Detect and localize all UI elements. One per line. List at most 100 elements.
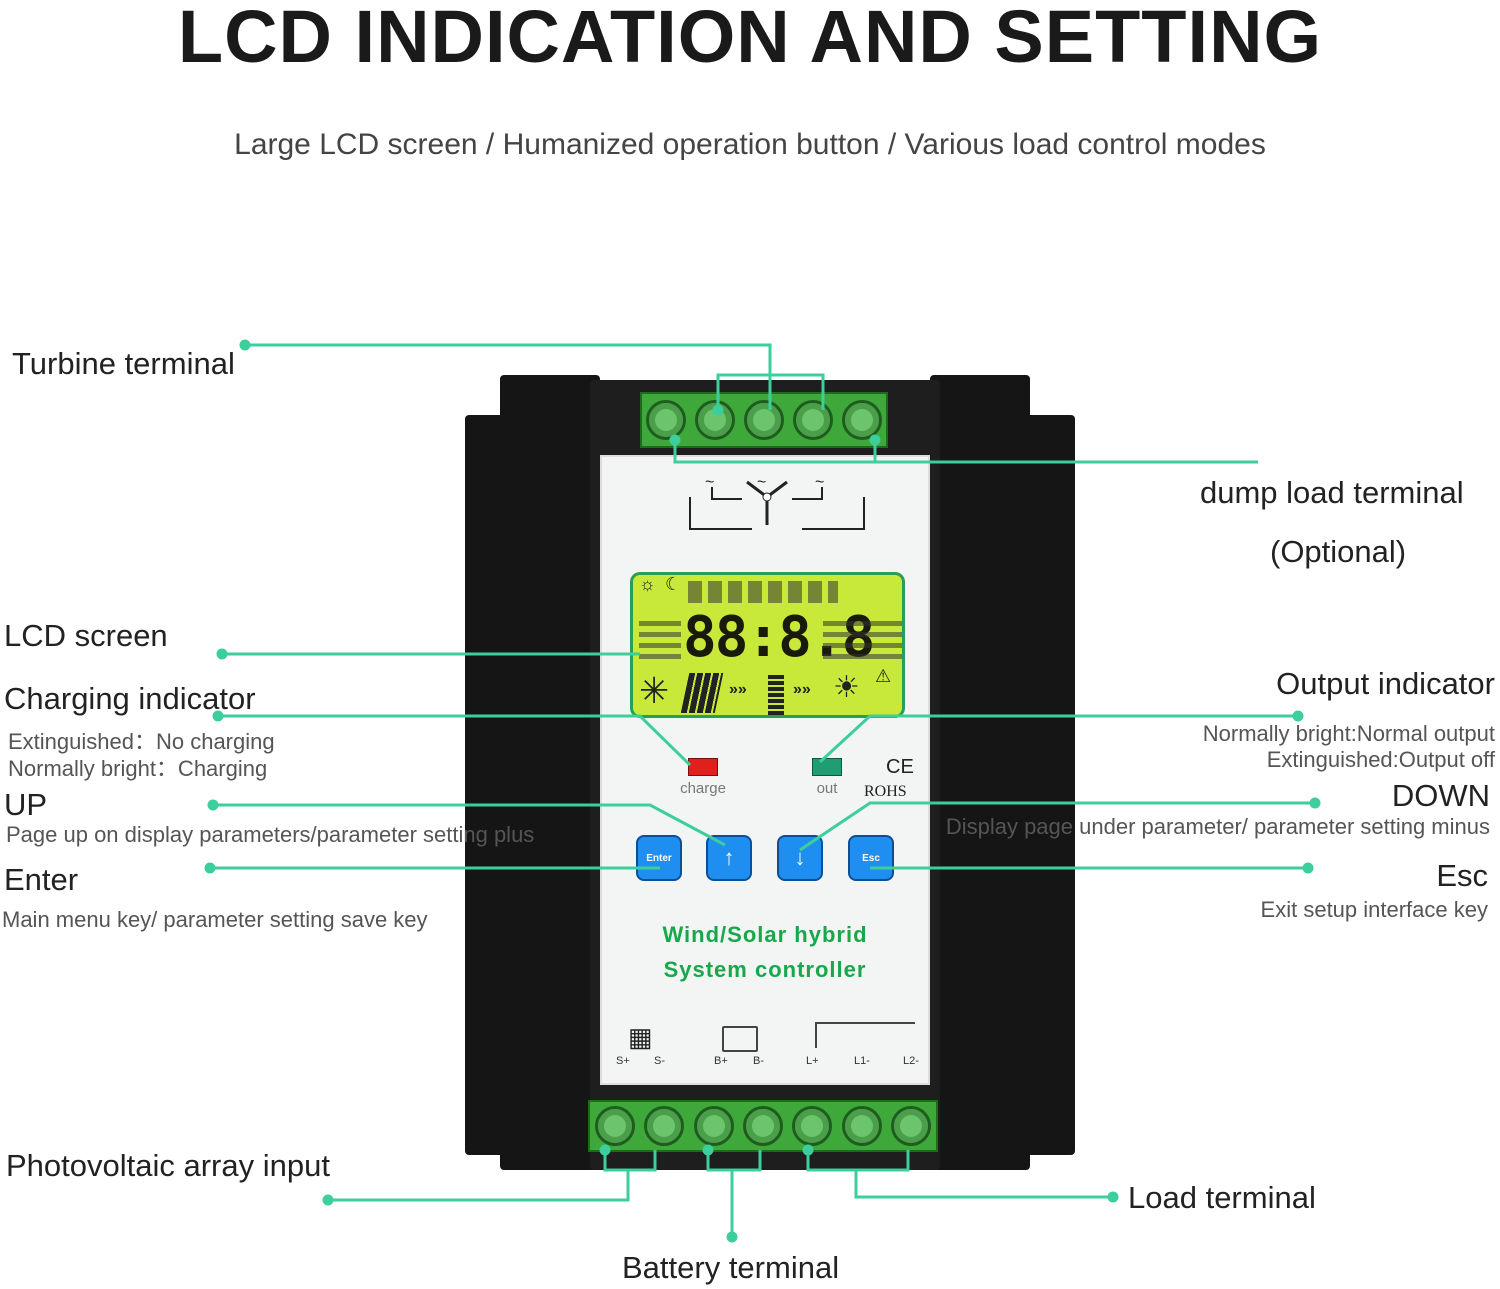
terminal-label: S+ — [616, 1055, 630, 1067]
page-title: LCD INDICATION AND SETTING — [177, 0, 1323, 78]
out-led — [812, 758, 842, 776]
ce-mark: CE — [886, 756, 914, 778]
front-panel: ~~~ — [600, 455, 930, 1085]
subtitle: Large LCD screen / Humanized operation b… — [234, 128, 1266, 161]
leader-dot — [216, 648, 228, 660]
terminal-label: L1- — [854, 1055, 870, 1067]
charging-desc-1: Extinguished：No charging — [8, 729, 275, 754]
leader-dot — [802, 1144, 814, 1156]
label-dump-optional: (Optional) — [1270, 534, 1407, 569]
label-lcd-screen: LCD screen — [4, 618, 168, 653]
heatsink-left — [500, 375, 600, 1170]
leader-line-turbine-bracket — [716, 373, 825, 410]
terminal-label: B+ — [714, 1055, 728, 1067]
output-desc-2: Extinguished:Output off — [1266, 747, 1495, 772]
leader-dot — [1309, 797, 1321, 809]
terminal-label: L+ — [806, 1055, 819, 1067]
screw-icon — [743, 400, 784, 440]
solar-panel-icon: ▦ — [628, 1022, 653, 1052]
leader-line-load — [854, 1170, 1113, 1199]
leader-dot — [239, 339, 251, 351]
top-terminal-block — [640, 392, 888, 448]
leader-dot — [599, 1144, 611, 1156]
lcd-param-segments — [823, 615, 902, 659]
heatsink-right — [930, 375, 1030, 1170]
svg-text:~: ~ — [705, 474, 714, 491]
label-battery-terminal: Battery terminal — [622, 1250, 840, 1285]
moon-icon: ☾ — [665, 574, 682, 594]
leader-line-up — [213, 803, 726, 847]
screw-icon — [891, 1106, 932, 1146]
leader-dot — [669, 434, 681, 446]
leader-dot — [207, 799, 219, 811]
label-turbine-terminal: Turbine terminal — [12, 346, 235, 381]
up-button[interactable]: ↑ — [706, 835, 752, 881]
arrows-icon: »» — [729, 681, 747, 698]
output-desc-1: Normally bright:Normal output — [1202, 721, 1495, 746]
leader-dot — [204, 862, 216, 874]
label-dump-load-terminal: dump load terminal — [1200, 475, 1464, 510]
down-desc: Display page under parameter/ parameter … — [945, 814, 1490, 839]
down-button[interactable]: ↓ — [777, 835, 823, 881]
warning-icon: ⚠ — [875, 666, 892, 686]
label-esc: Esc — [1436, 858, 1488, 893]
bulb-icon: ☀ — [833, 671, 860, 704]
enter-desc: Main menu key/ parameter setting save ke… — [2, 907, 428, 932]
screw-icon — [841, 400, 882, 440]
load-icon — [815, 1022, 915, 1048]
terminal-label: L2- — [903, 1055, 919, 1067]
screw-icon — [792, 1106, 833, 1146]
leader-line-pv — [328, 1170, 630, 1202]
lcd-mode-segments — [639, 615, 681, 659]
charging-desc-2: Normally bright：Charging — [8, 756, 268, 781]
terminal-label: S- — [654, 1055, 665, 1067]
leader-line-battery-b — [706, 1150, 762, 1172]
terminal-label: B- — [753, 1055, 764, 1067]
leader-line-output — [818, 714, 1298, 764]
screw-icon — [841, 1106, 882, 1146]
wind-icon: ✳ — [639, 670, 670, 711]
label-down: DOWN — [1391, 778, 1490, 813]
esc-button[interactable]: Esc — [848, 835, 894, 881]
up-desc: Page up on display parameters/parameter … — [6, 822, 535, 847]
charge-led — [688, 758, 718, 776]
label-load-terminal: Load terminal — [1128, 1180, 1316, 1215]
label-output-indicator: Output indicator — [1276, 666, 1495, 701]
screw-icon — [646, 400, 687, 440]
sun-icon: ☼ — [639, 574, 656, 594]
leader-dot — [212, 710, 224, 722]
leader-dot — [726, 1231, 738, 1243]
screw-icon — [594, 1106, 635, 1146]
leader-dot — [712, 404, 724, 416]
out-led-label: out — [816, 780, 838, 797]
bottom-terminal-block — [588, 1100, 938, 1152]
leader-dot — [702, 1144, 714, 1156]
screw-icon — [792, 400, 833, 440]
label-up: UP — [4, 787, 48, 822]
label-enter: Enter — [4, 862, 79, 897]
leader-dot — [1292, 710, 1304, 722]
leader-line-charging — [218, 714, 692, 767]
leader-dot — [1302, 862, 1314, 874]
label-charging-indicator: Charging indicator — [4, 681, 256, 716]
battery-icon — [768, 673, 784, 715]
brand-line-2: System controller — [663, 957, 867, 982]
screw-icon — [693, 1106, 734, 1146]
brand-line-1: Wind/Solar hybrid — [662, 922, 868, 947]
lcd-screen: ☼ ☾ 88:8.8 ✳ »» »» ☀ ⚠ — [630, 572, 905, 718]
lcd-status-segments — [688, 581, 838, 603]
heatsink-left-outer — [465, 415, 505, 1155]
leader-line-down — [799, 801, 1315, 852]
label-pv-input: Photovoltaic array input — [6, 1148, 330, 1183]
leader-line-turbine — [245, 343, 772, 410]
esc-desc: Exit setup interface key — [1260, 897, 1488, 922]
arrows-icon: »» — [793, 681, 811, 698]
leader-line-load-b — [806, 1150, 910, 1172]
leader-dot — [322, 1194, 334, 1206]
leader-dot — [869, 434, 881, 446]
svg-text:~: ~ — [815, 474, 824, 491]
heatsink-right-outer — [1025, 415, 1075, 1155]
enter-button[interactable]: Enter — [636, 835, 682, 881]
charge-led-label: charge — [680, 780, 726, 797]
